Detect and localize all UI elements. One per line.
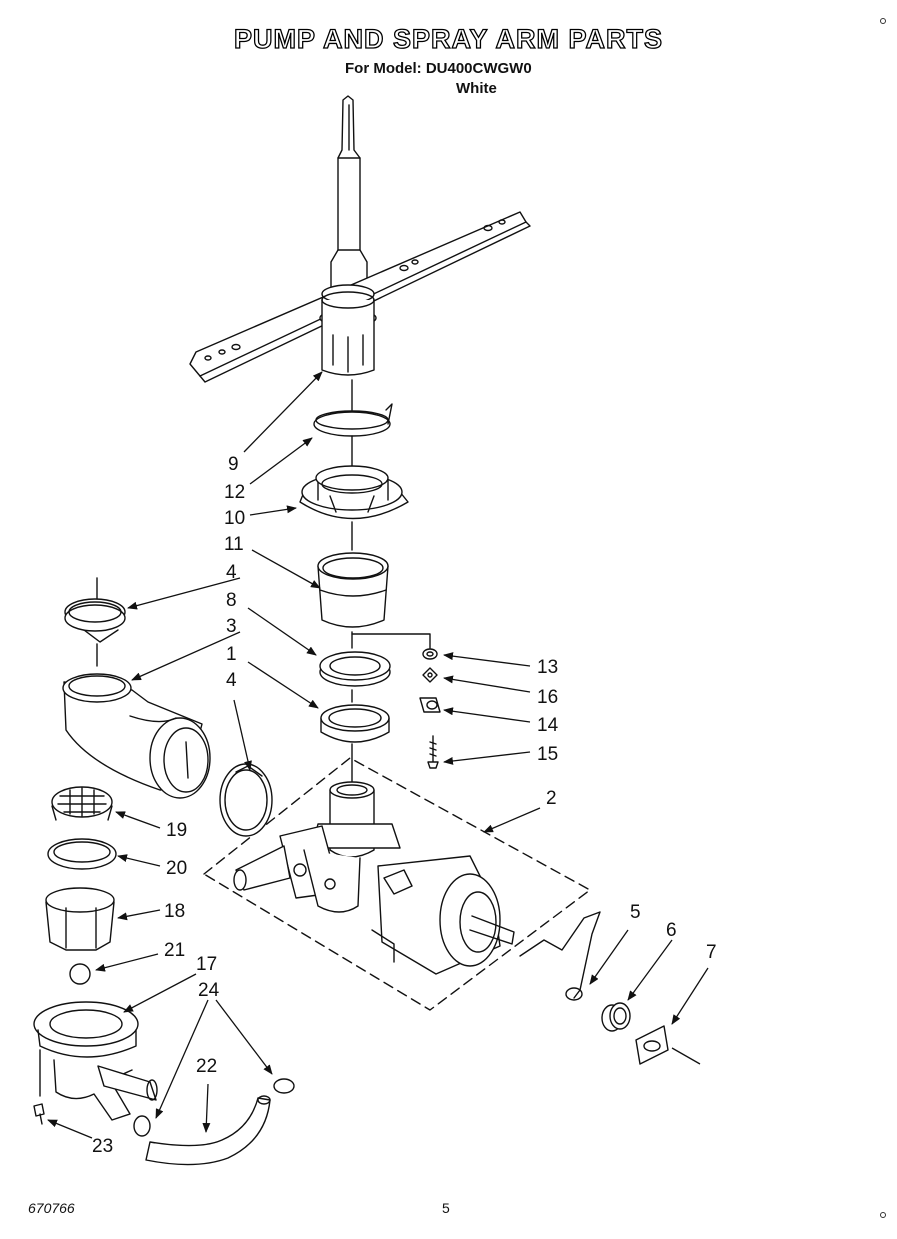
part-21-ball xyxy=(69,963,91,985)
part-11-sleeve xyxy=(317,552,389,628)
callout-1: 1 xyxy=(226,644,237,665)
color-subtitle: White xyxy=(456,80,497,97)
part-10-hub xyxy=(299,465,409,520)
part-12-clamp-ring xyxy=(313,403,393,437)
part-18-valve-cage xyxy=(45,887,115,951)
part-24-hose-clamp-a xyxy=(133,1115,151,1137)
part-5-wire-bracket xyxy=(519,911,601,1001)
document-number: 670766 xyxy=(28,1200,75,1216)
part-24-hose-clamp-b xyxy=(273,1078,295,1094)
callout-20: 20 xyxy=(166,858,187,879)
callout-24: 24 xyxy=(198,980,220,1001)
callout-7: 7 xyxy=(706,942,717,963)
part-16-washer xyxy=(422,667,438,683)
callout-4-upper: 4 xyxy=(226,562,237,583)
part-20-o-ring xyxy=(47,838,117,870)
callout-14: 14 xyxy=(537,715,559,736)
callout-15: 15 xyxy=(537,744,558,765)
callout-2: 2 xyxy=(546,788,557,809)
callout-11: 11 xyxy=(224,534,244,555)
model-subtitle: For Model: DU400CWGW0 xyxy=(345,60,532,77)
callout-21: 21 xyxy=(164,940,185,961)
part-19-grate xyxy=(51,786,113,821)
callout-19: 19 xyxy=(166,820,187,841)
callout-labels: 9 12 10 11 4 8 3 1 4 13 16 14 15 2 19 20… xyxy=(92,454,717,1157)
callout-17: 17 xyxy=(196,954,217,975)
callout-16: 16 xyxy=(537,687,558,708)
callout-10: 10 xyxy=(224,508,245,529)
callout-23: 23 xyxy=(92,1136,113,1157)
callout-13: 13 xyxy=(537,657,558,678)
registration-mark-bottom xyxy=(880,1212,886,1218)
callout-12: 12 xyxy=(224,482,245,503)
part-4-clamp-upper xyxy=(64,577,126,667)
part-3-elbow-hose xyxy=(62,673,211,799)
part-2-pump-motor-assembly xyxy=(203,757,591,1011)
part-22-drain-hose xyxy=(145,1095,271,1166)
callout-18: 18 xyxy=(164,901,185,922)
callout-3: 3 xyxy=(226,616,237,637)
part-9-spray-arm xyxy=(189,95,531,383)
registration-mark-top xyxy=(880,18,886,24)
page-title: PUMP AND SPRAY ARM PARTS xyxy=(233,23,664,54)
part-8-seal xyxy=(319,651,391,687)
callout-9: 9 xyxy=(228,454,239,475)
part-14-bracket xyxy=(419,697,441,713)
callout-6: 6 xyxy=(666,920,677,941)
part-1-seal xyxy=(320,704,390,743)
part-23-screw xyxy=(33,1103,45,1125)
leader-lines xyxy=(47,371,709,1139)
part-7-gasket xyxy=(635,1025,669,1065)
part-17-sump xyxy=(33,1001,158,1121)
part-4-clamp-lower xyxy=(219,763,273,837)
callout-5: 5 xyxy=(630,902,641,923)
callout-4-lower: 4 xyxy=(226,670,237,691)
part-15-screw xyxy=(427,735,439,769)
callout-22: 22 xyxy=(196,1056,217,1077)
callout-8: 8 xyxy=(226,590,237,611)
page-number: 5 xyxy=(442,1200,450,1216)
part-6-grommet xyxy=(601,1002,631,1032)
part-13-nut xyxy=(422,648,438,660)
